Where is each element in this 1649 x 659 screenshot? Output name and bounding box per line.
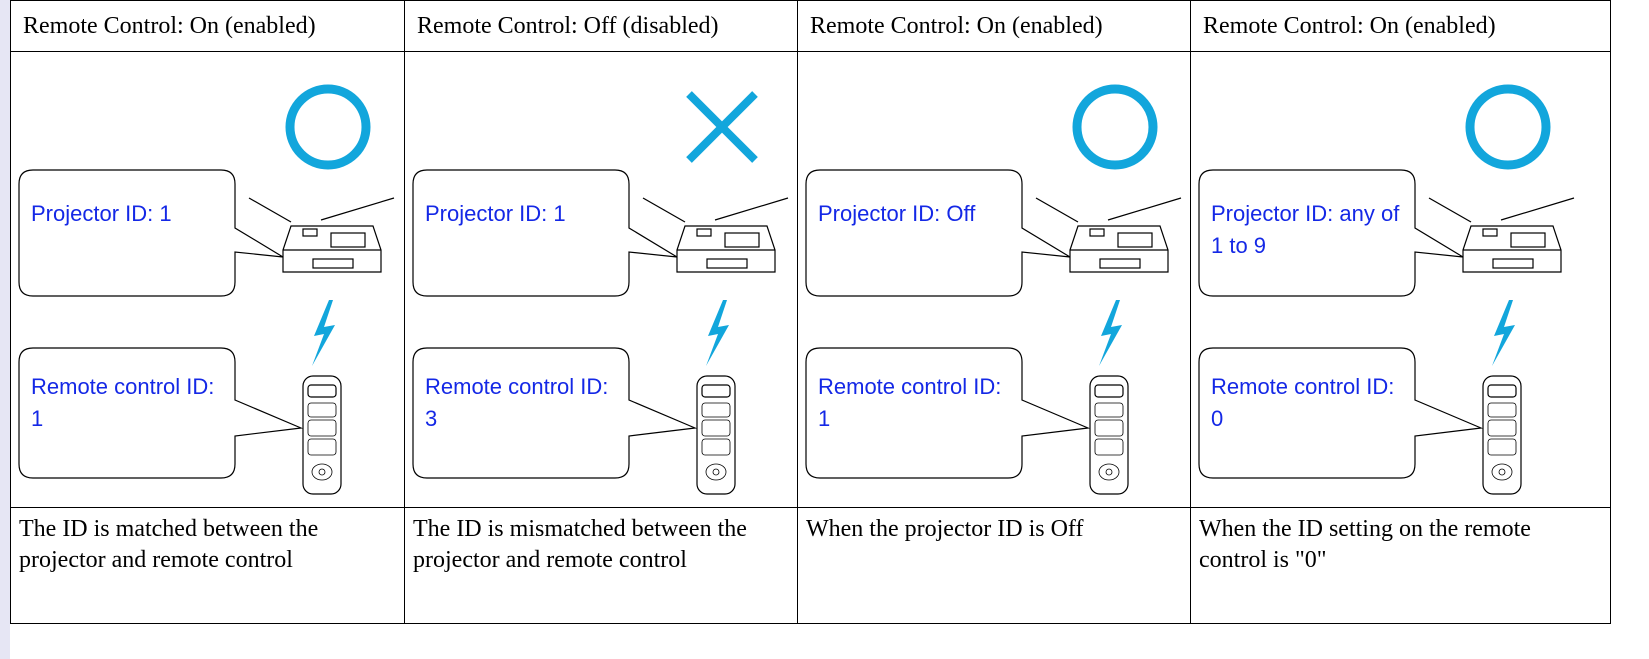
remote-control-icon bbox=[1089, 375, 1129, 495]
remote-control-icon bbox=[1482, 375, 1522, 495]
projector-speech-bubble bbox=[18, 169, 284, 297]
projector-speech-bubble bbox=[1198, 169, 1464, 297]
remote-id-label: Remote control ID: 3 bbox=[425, 374, 609, 431]
circle-icon bbox=[1070, 82, 1160, 177]
remote-id-label: Remote control ID: 0 bbox=[1211, 374, 1395, 431]
projector-id-label: Projector ID: 1 bbox=[425, 201, 566, 226]
illustration: Projector ID: 1 Remote control ID: 3 bbox=[406, 53, 797, 507]
column-header: Remote Control: On (enabled) bbox=[797, 0, 1191, 52]
projector-remote-drawing bbox=[18, 169, 395, 495]
illustration-cell: Projector ID: 1 Remote control ID: 1 bbox=[10, 51, 405, 508]
lightning-icon bbox=[706, 300, 729, 366]
remote-id-table: Remote Control: On (enabled) Remote Cont… bbox=[10, 0, 1611, 624]
projector-id-label: Projector ID: Off bbox=[818, 201, 976, 226]
illustration: Projector ID: Off Remote control ID: 1 bbox=[799, 53, 1190, 507]
illustration-cell: Projector ID: any of 1 to 9 Remote contr… bbox=[1190, 51, 1611, 508]
projector-speech-bubble bbox=[805, 169, 1071, 297]
document-page: Remote Control: On (enabled) Remote Cont… bbox=[10, 0, 1649, 659]
projector-speech-bubble bbox=[412, 169, 678, 297]
illustration-cell: Projector ID: 1 Remote control ID: 3 bbox=[404, 51, 798, 508]
description-cell: The ID is matched between the projector … bbox=[10, 507, 405, 624]
projector-id-label: Projector ID: 1 bbox=[31, 201, 172, 226]
column-header: Remote Control: Off (disabled) bbox=[404, 0, 798, 52]
remote-control-icon bbox=[302, 375, 342, 495]
illustration: Projector ID: any of 1 to 9 Remote contr… bbox=[1192, 53, 1585, 507]
description-row: The ID is matched between the projector … bbox=[10, 507, 1611, 624]
column-header: Remote Control: On (enabled) bbox=[1190, 0, 1611, 52]
projector-remote-drawing bbox=[1198, 169, 1575, 495]
projector-remote-drawing bbox=[412, 169, 789, 495]
remote-control-icon bbox=[696, 375, 736, 495]
description-cell: The ID is mismatched between the project… bbox=[404, 507, 798, 624]
illustration: Projector ID: 1 Remote control ID: 1 bbox=[12, 53, 404, 507]
cross-icon bbox=[677, 82, 767, 177]
header-row: Remote Control: On (enabled) Remote Cont… bbox=[10, 0, 1611, 52]
lightning-icon bbox=[1099, 300, 1122, 366]
circle-icon bbox=[283, 82, 373, 177]
remote-speech-bubble bbox=[18, 347, 304, 479]
projector-icon bbox=[1428, 197, 1575, 273]
illustration-cell: Projector ID: Off Remote control ID: 1 bbox=[797, 51, 1191, 508]
remote-speech-bubble bbox=[1198, 347, 1484, 479]
circle-icon bbox=[1463, 82, 1553, 177]
remote-speech-bubble bbox=[805, 347, 1091, 479]
remote-id-label: Remote control ID: 1 bbox=[31, 374, 215, 431]
remote-id-label: Remote control ID: 1 bbox=[818, 374, 1002, 431]
lightning-icon bbox=[312, 300, 335, 366]
description-cell: When the ID setting on the remote contro… bbox=[1190, 507, 1611, 624]
column-header: Remote Control: On (enabled) bbox=[10, 0, 405, 52]
lightning-icon bbox=[1492, 300, 1515, 366]
projector-id-label: Projector ID: any of 1 to 9 bbox=[1211, 201, 1400, 258]
illustration-row: Projector ID: 1 Remote control ID: 1 bbox=[10, 51, 1611, 508]
projector-icon bbox=[248, 197, 395, 273]
projector-icon bbox=[642, 197, 789, 273]
projector-icon bbox=[1035, 197, 1182, 273]
description-cell: When the projector ID is Off bbox=[797, 507, 1191, 624]
projector-remote-drawing bbox=[805, 169, 1182, 495]
remote-speech-bubble bbox=[412, 347, 698, 479]
